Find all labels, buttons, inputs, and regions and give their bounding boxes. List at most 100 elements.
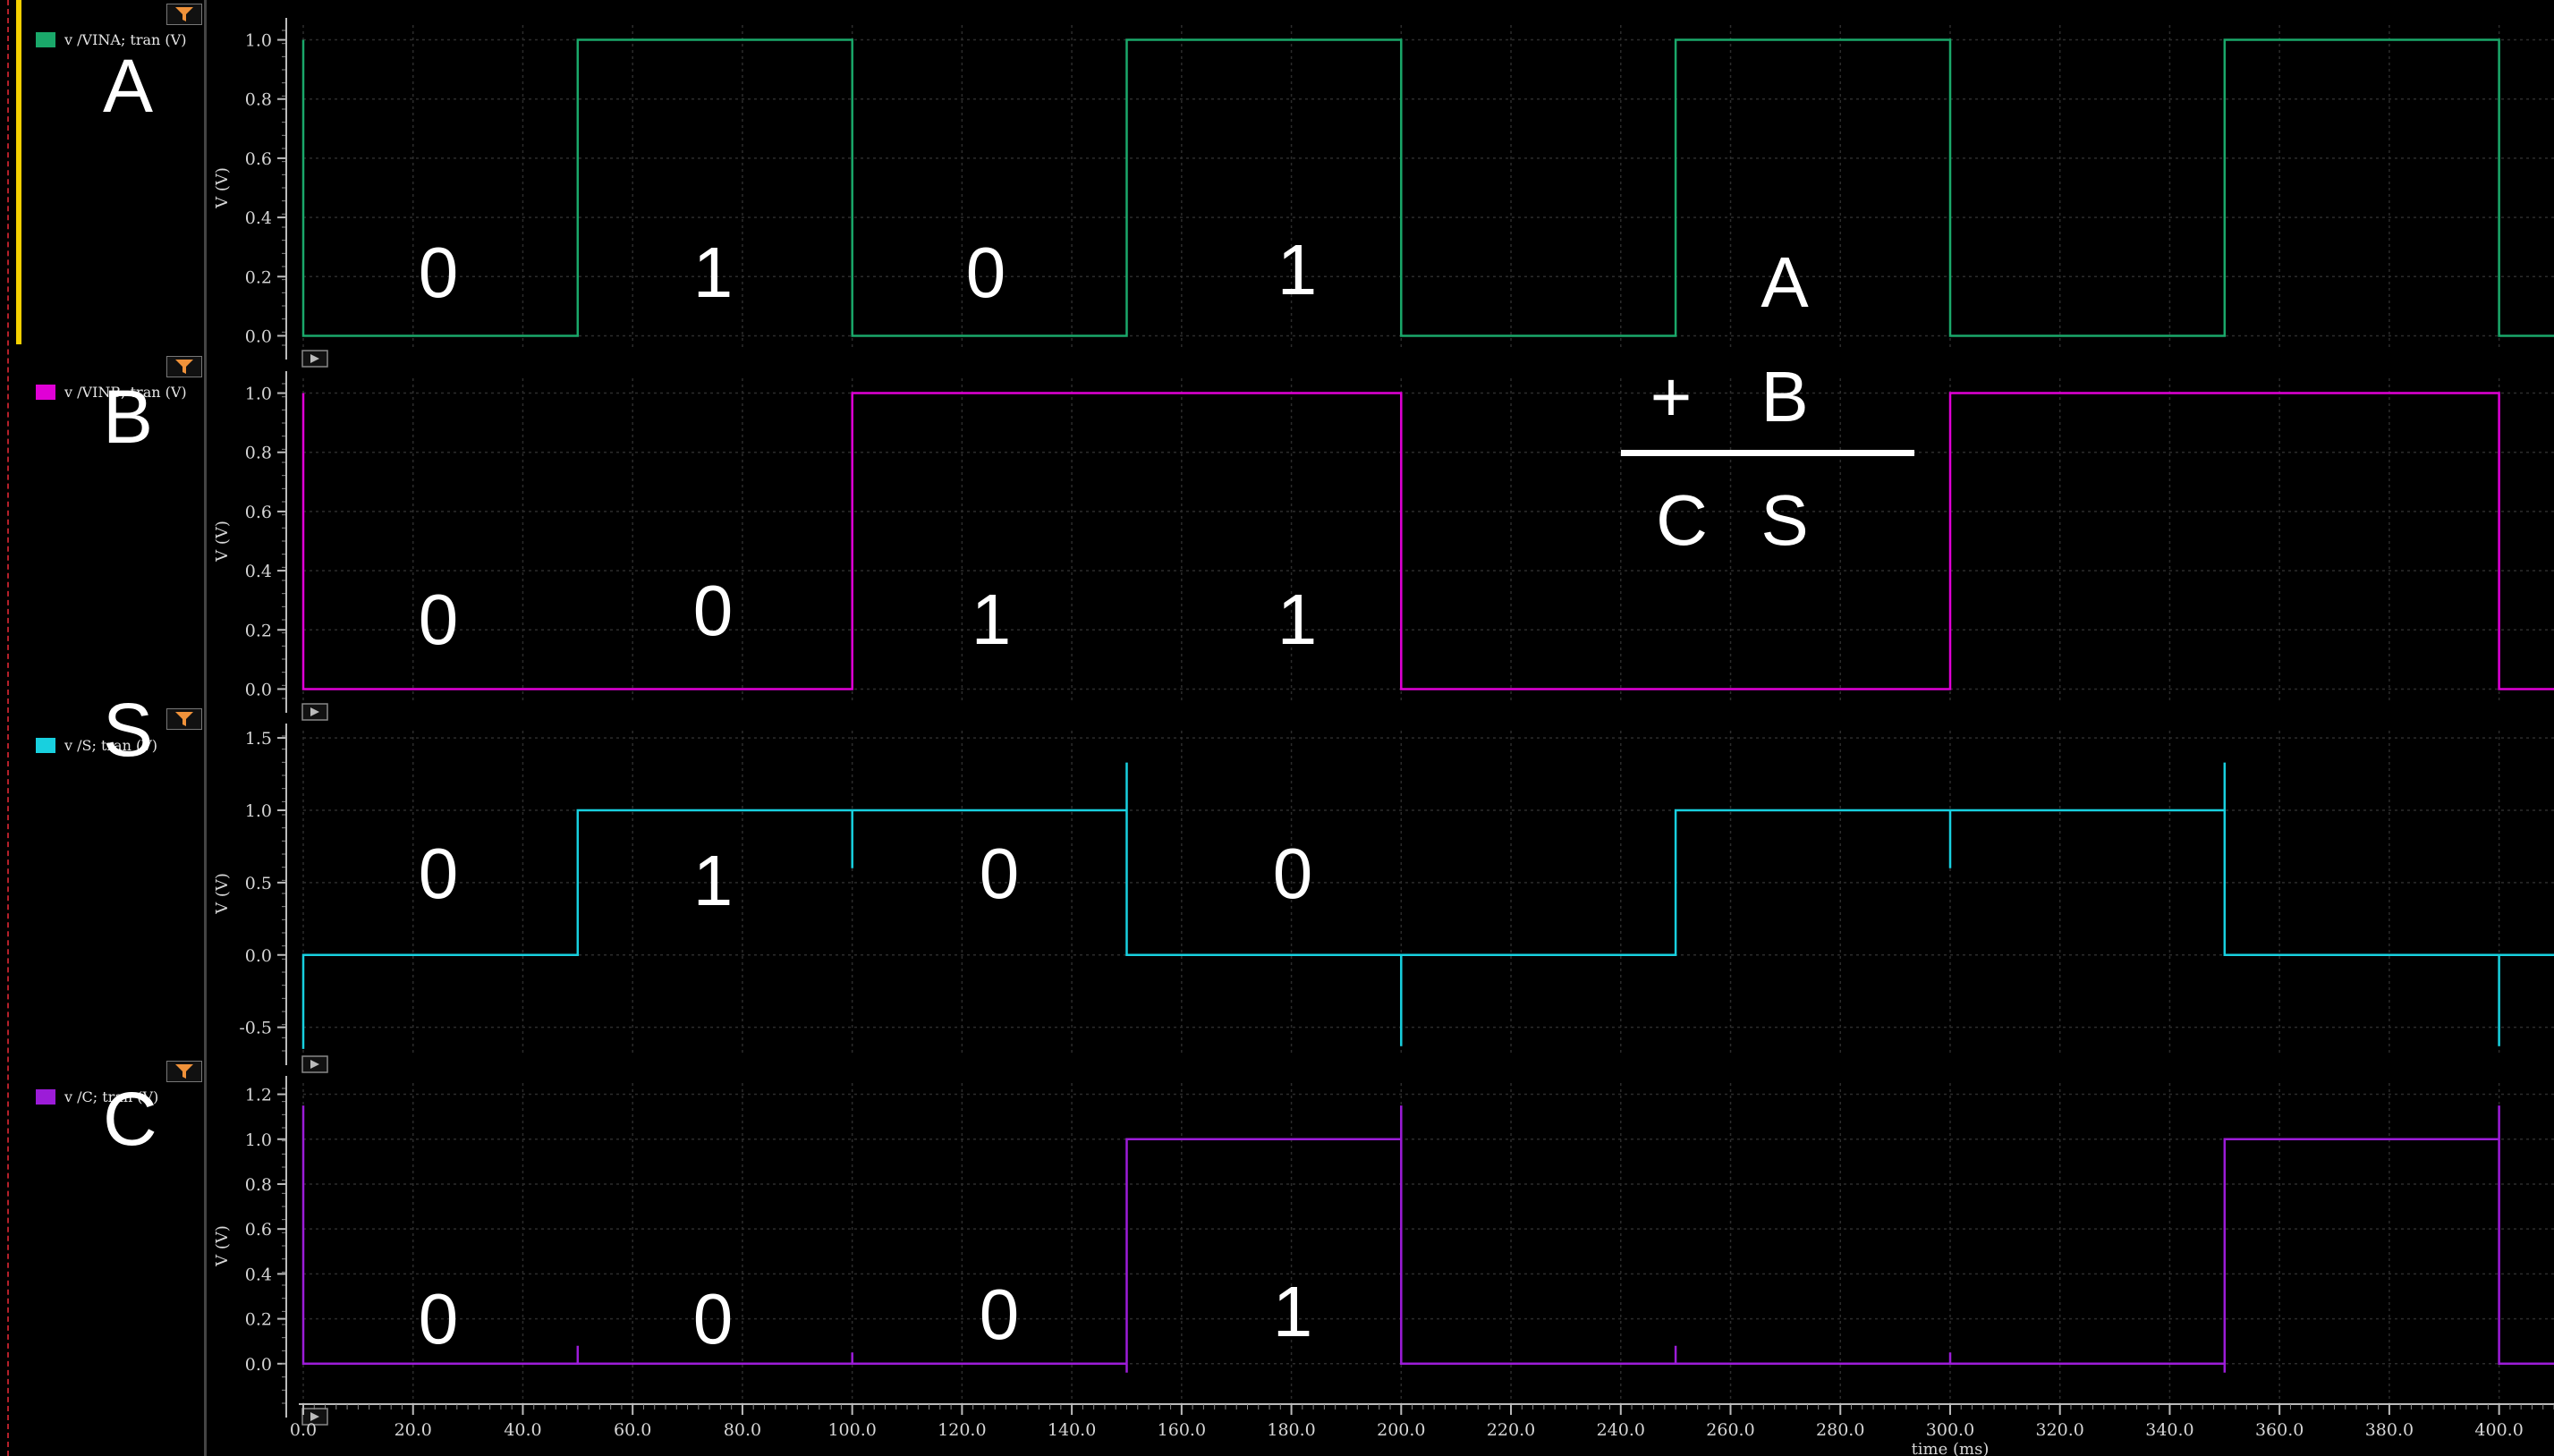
waveform-trace bbox=[301, 392, 2554, 690]
y-tick-label: 0.0 bbox=[245, 680, 272, 699]
trace-b-name: B bbox=[103, 375, 154, 459]
x-tick-label: 120.0 bbox=[938, 1420, 986, 1440]
trace-a-color-swatch bbox=[36, 31, 55, 47]
x-tick-label: 380.0 bbox=[2365, 1420, 2414, 1440]
y-tick-label: 0.8 bbox=[245, 444, 272, 463]
x-tick-label: 0.0 bbox=[290, 1420, 317, 1440]
y-axis-label: V (V) bbox=[213, 167, 232, 209]
sum-divider-line bbox=[1621, 450, 1914, 456]
y-tick-label: 0.8 bbox=[245, 1175, 272, 1195]
x-tick-label: 400.0 bbox=[2474, 1420, 2523, 1440]
filter-icon[interactable] bbox=[166, 708, 202, 730]
trace-c-color-swatch bbox=[36, 1088, 55, 1105]
waveform-trace bbox=[301, 762, 2554, 1049]
plus-sign: + bbox=[1650, 357, 1693, 436]
x-tick-label: 260.0 bbox=[1706, 1420, 1754, 1440]
x-tick-label: 360.0 bbox=[2255, 1420, 2304, 1440]
trace-legend-panel: v /VINA; tran (V) v /VINB; tran (V) v /S… bbox=[0, 0, 207, 1456]
play-icon bbox=[310, 1060, 319, 1069]
waveform-trace bbox=[301, 1105, 2554, 1373]
bit-value-label: 0 bbox=[979, 1274, 1020, 1354]
x-tick-label: 40.0 bbox=[504, 1420, 541, 1440]
trace-s-name: S bbox=[103, 688, 154, 772]
x-tick-label: 60.0 bbox=[614, 1420, 651, 1440]
legend-trace-c-label: v /C; tran (V) bbox=[64, 1088, 159, 1105]
x-axis-label: time (ms) bbox=[1912, 1440, 1990, 1456]
bit-value-label: 1 bbox=[692, 841, 734, 920]
legend-trace-s-label: v /S; tran (V) bbox=[64, 736, 157, 754]
x-tick-label: 200.0 bbox=[1377, 1420, 1425, 1440]
y-tick-label: 0.4 bbox=[245, 1265, 272, 1284]
x-tick-label: 20.0 bbox=[395, 1420, 432, 1440]
bit-value-label: 1 bbox=[1277, 580, 1318, 659]
x-tick-label: 300.0 bbox=[1926, 1420, 1974, 1440]
selected-trace-indicator bbox=[16, 0, 21, 344]
y-tick-label: 0.5 bbox=[245, 874, 272, 893]
bit-value-label: 0 bbox=[418, 834, 459, 913]
waveform-trace bbox=[301, 38, 2554, 337]
x-tick-label: 80.0 bbox=[724, 1420, 761, 1440]
play-icon bbox=[310, 1412, 319, 1421]
y-tick-label: 0.4 bbox=[245, 562, 272, 581]
y-tick-label: 0.6 bbox=[245, 149, 272, 169]
panel-divider-dashed bbox=[7, 0, 9, 1456]
legend-trace-b-label: v /VINB; tran (V) bbox=[64, 383, 187, 401]
bit-value-label: 1 bbox=[692, 233, 734, 312]
y-tick-label: 0.0 bbox=[245, 946, 272, 966]
trace-s-color-swatch bbox=[36, 737, 55, 753]
x-tick-label: 180.0 bbox=[1267, 1420, 1315, 1440]
bit-value-label: 0 bbox=[965, 233, 1006, 312]
y-tick-label: 1.0 bbox=[245, 1130, 272, 1150]
y-tick-label: 1.0 bbox=[245, 31, 272, 51]
sum-result-sum: S bbox=[1761, 480, 1809, 560]
y-tick-label: 0.2 bbox=[245, 1310, 272, 1330]
x-tick-label: 160.0 bbox=[1158, 1420, 1206, 1440]
sum-result-carry: C bbox=[1656, 480, 1708, 560]
filter-icon[interactable] bbox=[166, 4, 202, 25]
y-tick-label: 0.6 bbox=[245, 1220, 272, 1240]
bit-value-label: 1 bbox=[1272, 1272, 1313, 1351]
bit-value-label: 0 bbox=[418, 1279, 459, 1359]
y-tick-label: 0.0 bbox=[245, 1355, 272, 1375]
y-tick-label: 0.4 bbox=[245, 208, 272, 228]
legend-trace-a[interactable]: v /VINA; tran (V) bbox=[36, 28, 186, 51]
trace-b-color-swatch bbox=[36, 384, 55, 400]
y-tick-label: 1.5 bbox=[245, 729, 272, 749]
y-tick-label: 0.2 bbox=[245, 621, 272, 640]
y-tick-label: 1.0 bbox=[245, 385, 272, 404]
x-tick-label: 140.0 bbox=[1048, 1420, 1096, 1440]
bit-value-label: 0 bbox=[418, 580, 459, 659]
legend-trace-s[interactable]: v /S; tran (V) bbox=[36, 733, 157, 757]
legend-trace-a-label: v /VINA; tran (V) bbox=[64, 30, 187, 48]
trace-a-name: A bbox=[103, 44, 154, 128]
sum-operand-b: B bbox=[1761, 357, 1809, 436]
trace-c-name: C bbox=[103, 1077, 157, 1161]
bit-value-label: 0 bbox=[418, 233, 459, 312]
bit-value-label: 1 bbox=[1277, 230, 1318, 309]
play-icon bbox=[310, 354, 319, 363]
y-tick-label: 0.2 bbox=[245, 267, 272, 287]
filter-icon[interactable] bbox=[166, 1061, 202, 1082]
y-tick-label: 0.8 bbox=[245, 90, 272, 110]
legend-trace-c[interactable]: v /C; tran (V) bbox=[36, 1085, 158, 1108]
x-tick-label: 340.0 bbox=[2145, 1420, 2193, 1440]
x-tick-label: 320.0 bbox=[2036, 1420, 2084, 1440]
x-tick-label: 240.0 bbox=[1597, 1420, 1645, 1440]
bit-value-label: 0 bbox=[979, 834, 1020, 913]
x-tick-label: 220.0 bbox=[1487, 1420, 1535, 1440]
y-tick-label: 0.6 bbox=[245, 503, 272, 522]
sum-operand-a: A bbox=[1761, 242, 1809, 322]
y-tick-label: 0.0 bbox=[245, 326, 272, 346]
legend-trace-b[interactable]: v /VINB; tran (V) bbox=[36, 380, 187, 403]
bit-value-label: 0 bbox=[692, 1279, 734, 1359]
bit-value-label: 0 bbox=[1272, 834, 1313, 913]
filter-icon[interactable] bbox=[166, 356, 202, 377]
y-axis-label: V (V) bbox=[213, 521, 232, 563]
bit-value-label: 1 bbox=[971, 580, 1012, 659]
play-icon bbox=[310, 707, 319, 716]
y-tick-label: 1.0 bbox=[245, 801, 272, 821]
y-tick-label: -0.5 bbox=[239, 1019, 272, 1038]
x-tick-label: 280.0 bbox=[1816, 1420, 1864, 1440]
bit-value-label: 0 bbox=[692, 571, 734, 650]
